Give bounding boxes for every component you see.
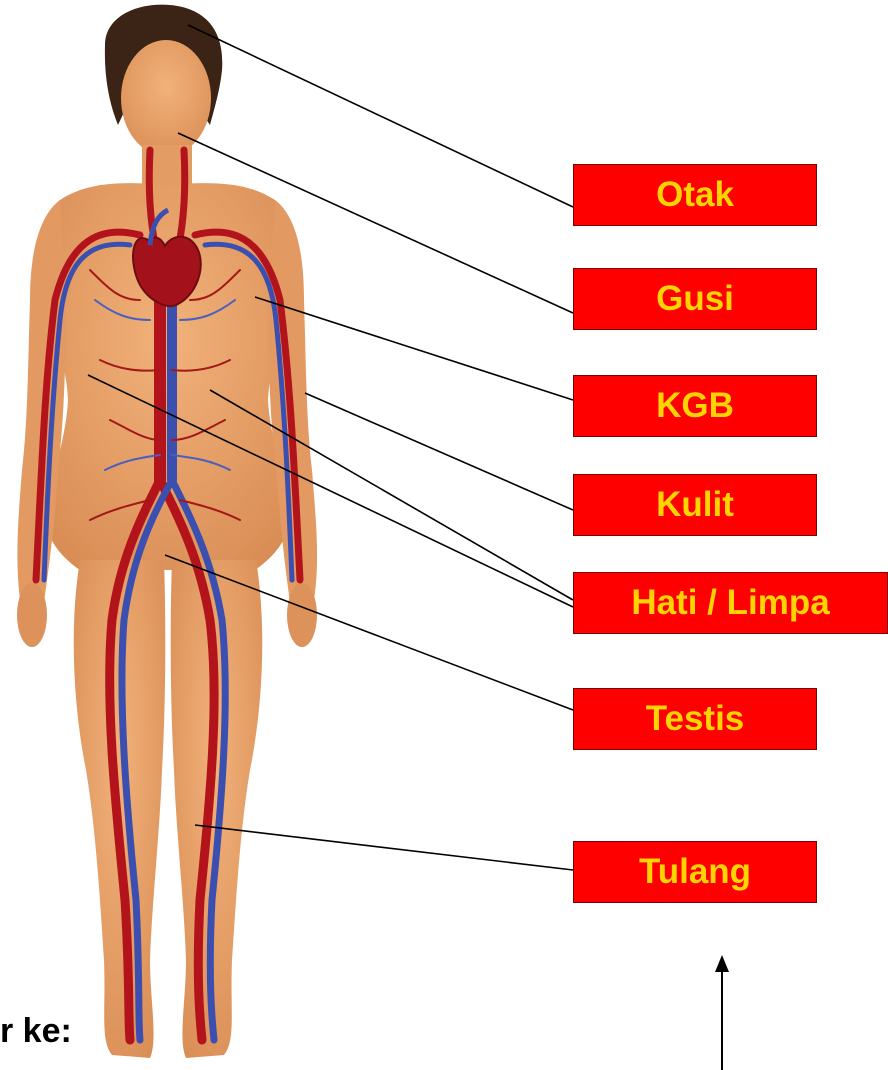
right-hand — [287, 583, 317, 647]
label-gusi: Gusi — [573, 268, 817, 330]
label-hati-limpa: Hati / Limpa — [573, 572, 888, 634]
label-kgb: KGB — [573, 375, 817, 437]
right-leg — [171, 560, 263, 1058]
label-testis: Testis — [573, 688, 817, 750]
left-hand — [17, 583, 47, 647]
label-kulit: Kulit — [573, 474, 817, 536]
leader-line-kulit — [305, 393, 573, 510]
label-tulang: Tulang — [573, 841, 817, 903]
head — [121, 40, 211, 156]
label-otak: Otak — [573, 164, 817, 226]
leader-line-otak — [188, 25, 573, 207]
caption-text: r ke: — [0, 1012, 72, 1051]
leader-line-tulang — [195, 825, 573, 870]
human-body-illustration — [17, 5, 317, 1058]
up-arrow-icon — [715, 955, 729, 1070]
